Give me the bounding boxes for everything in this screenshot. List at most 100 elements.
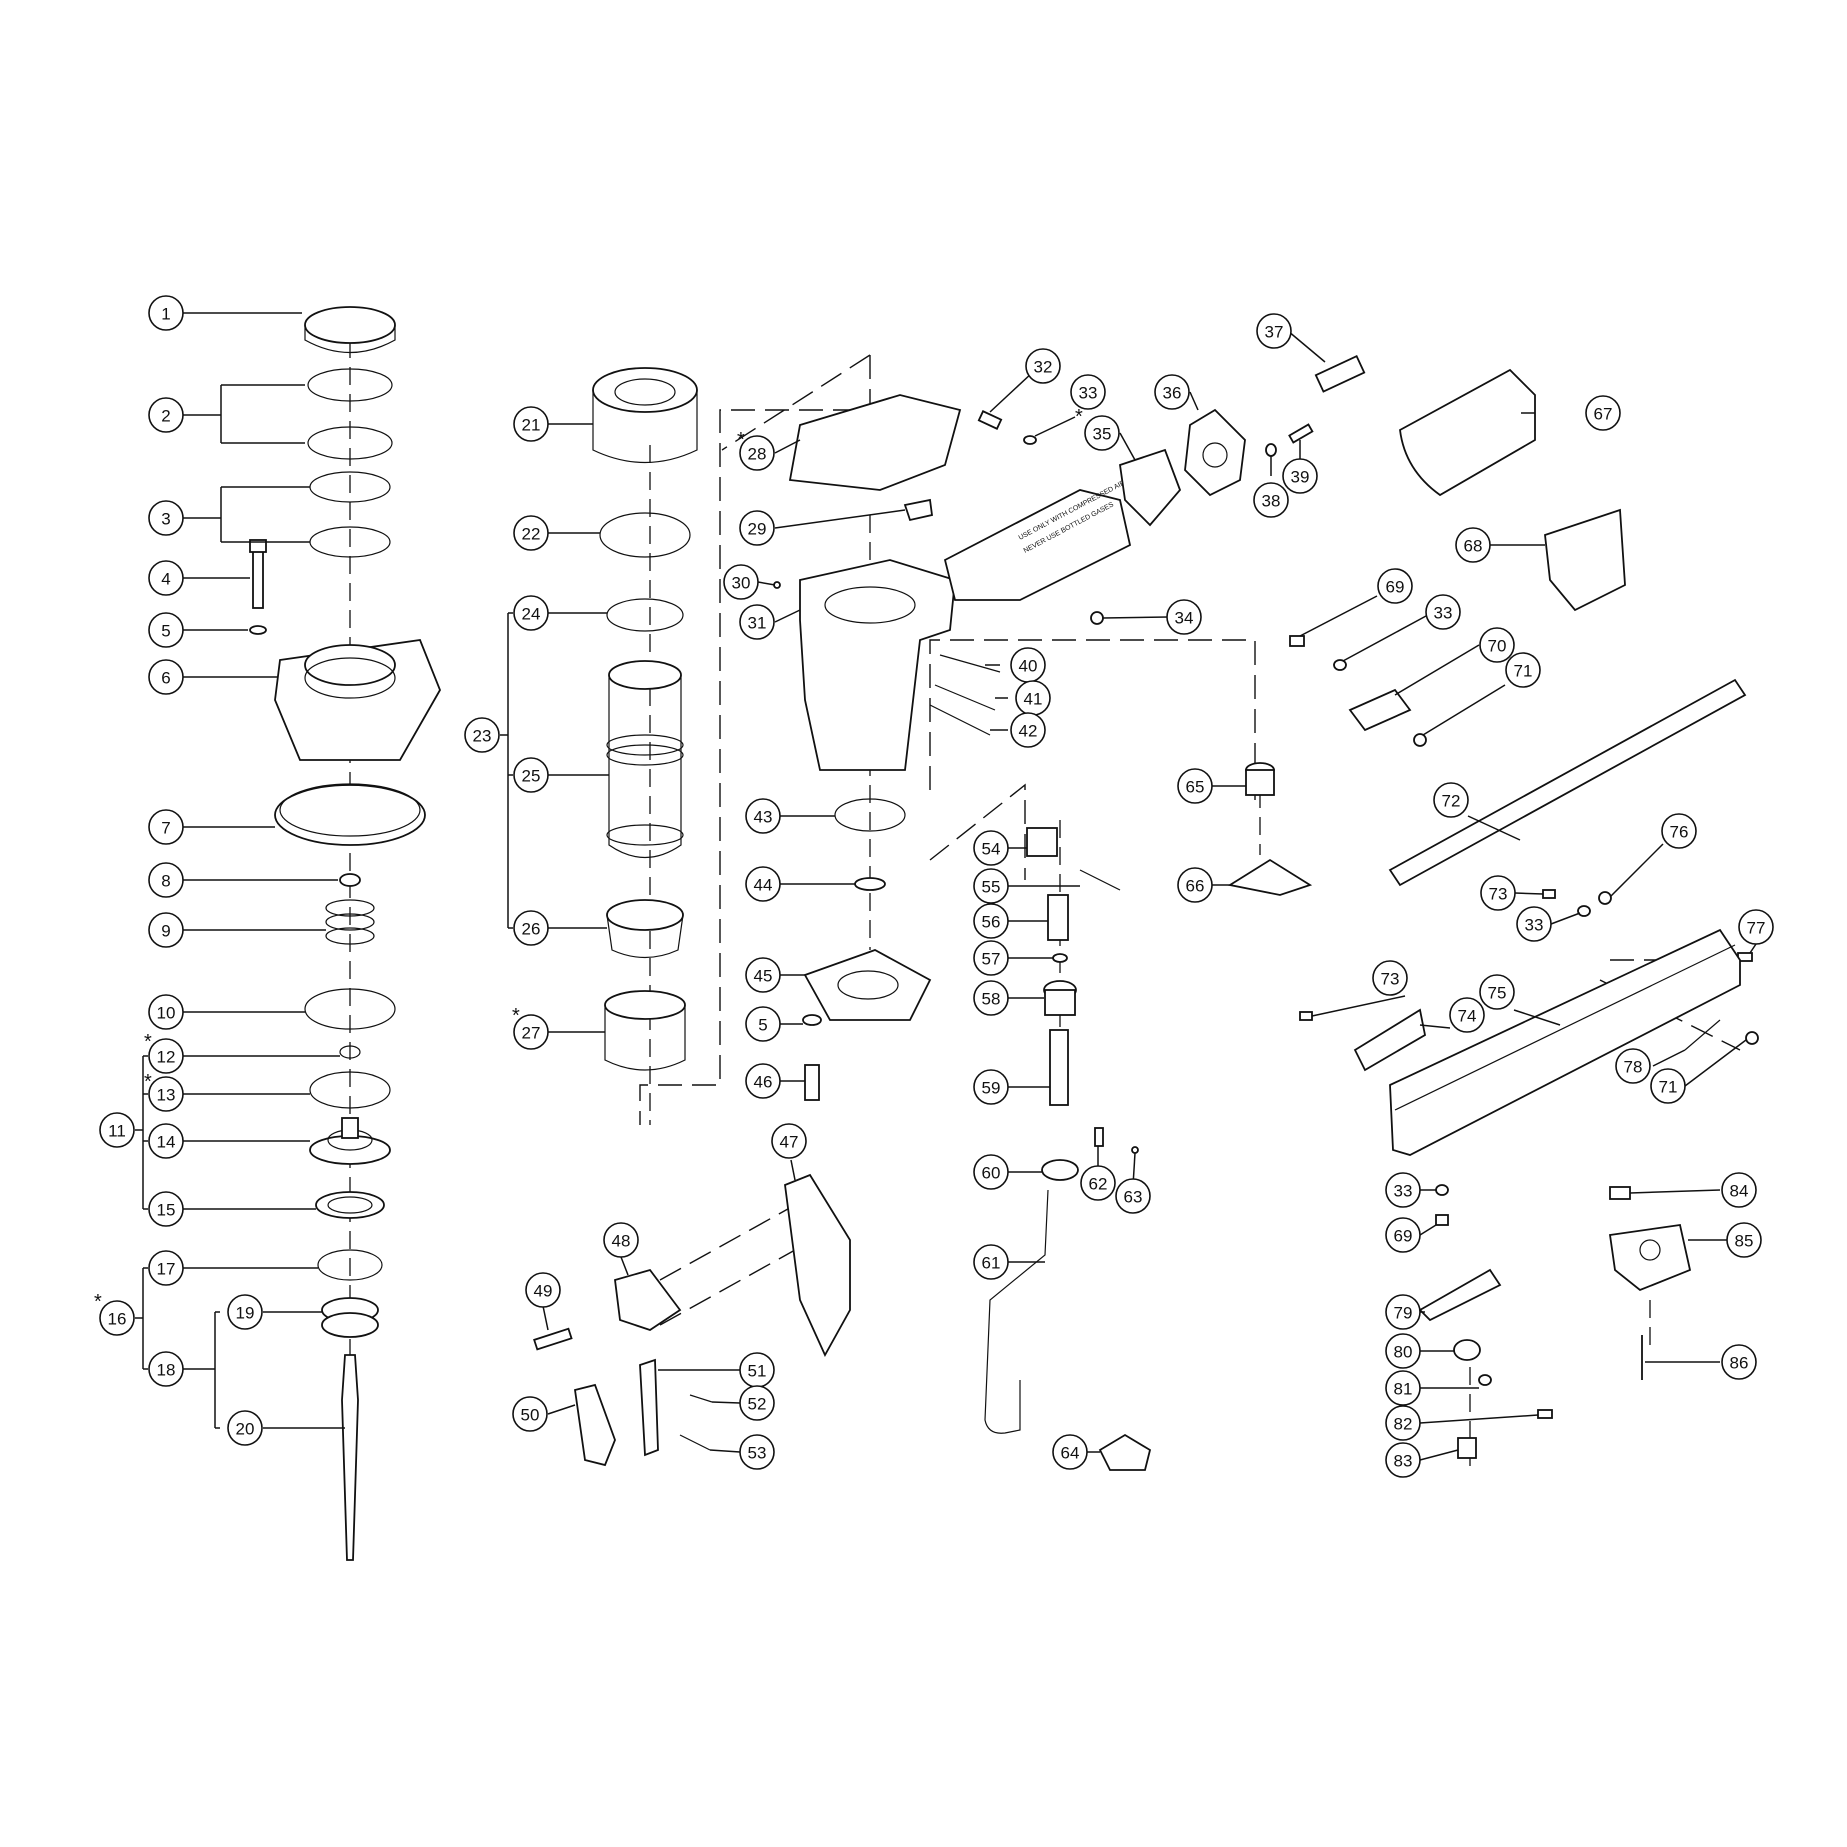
part-39-screw <box>1288 423 1314 444</box>
callout-circle <box>1661 813 1697 849</box>
part-5-washer <box>249 625 267 635</box>
part-26-ring <box>606 899 684 959</box>
part-58-valve-cap <box>1043 980 1077 1016</box>
callout-c33c: 33 <box>1516 906 1552 942</box>
callout-c32: 32 <box>1025 348 1061 384</box>
callout-circle <box>1516 906 1552 942</box>
callout-number: 21 <box>522 416 541 435</box>
leader-lines <box>135 312 1757 1461</box>
part-24-o-ring <box>606 598 684 632</box>
callout-number: 73 <box>1489 885 1508 904</box>
part-70-bracket <box>1348 688 1412 732</box>
callout-number: 54 <box>982 840 1001 859</box>
part-6-cylinder-cap <box>274 639 441 761</box>
callout-number: 11 <box>108 1122 126 1141</box>
callout-c77: 77 <box>1738 909 1774 945</box>
callout-c1: 1 <box>148 295 184 331</box>
callout-circle <box>513 406 549 442</box>
callout-circle <box>739 510 775 546</box>
part-50-latch <box>573 1383 616 1467</box>
callout-circle <box>1433 782 1469 818</box>
callout-number: 60 <box>982 1164 1001 1183</box>
callout-circle <box>1385 1294 1421 1330</box>
callout-number: 1 <box>161 305 170 324</box>
callout-c52: 52 <box>739 1385 775 1421</box>
callout-number: 51 <box>748 1362 767 1381</box>
callout-c28: 28 <box>739 435 775 471</box>
asterisk-35: * <box>1075 406 1083 428</box>
part-51-latch-plate <box>639 1358 659 1457</box>
callout-circle <box>1385 1217 1421 1253</box>
part-33-washer-a <box>1023 435 1037 445</box>
part-71-nut-b <box>1745 1031 1759 1045</box>
callout-circle <box>227 1294 263 1330</box>
callout-number: 50 <box>521 1406 540 1425</box>
callout-c9: 9 <box>148 912 184 948</box>
part-33-washer-d <box>1435 1184 1449 1196</box>
callout-circle <box>1177 768 1213 804</box>
callout-circle <box>1256 313 1292 349</box>
callout-c29: 29 <box>739 510 775 546</box>
callout-number: 52 <box>748 1395 767 1414</box>
part-78-spring <box>1684 1019 1721 1051</box>
callout-number: 25 <box>522 767 541 786</box>
callout-c33d: 33 <box>1385 1172 1421 1208</box>
callout-circle <box>1650 1068 1686 1104</box>
callout-c39: 39 <box>1282 458 1318 494</box>
callout-circle <box>1585 395 1621 431</box>
part-76-nut <box>1598 891 1612 905</box>
callout-number: 81 <box>1394 1380 1413 1399</box>
callout-c53: 53 <box>739 1434 775 1470</box>
part-9-spring <box>325 899 375 945</box>
callout-circle <box>973 1069 1009 1105</box>
callout-c73a: 73 <box>1480 875 1516 911</box>
part-20-driver-blade <box>341 1354 359 1561</box>
callout-number: 33 <box>1525 916 1544 935</box>
callout-number: 3 <box>161 510 170 529</box>
callout-c31: 31 <box>739 604 775 640</box>
part-17-o-ring <box>317 1249 383 1281</box>
part-2-o-rings <box>307 368 393 460</box>
part-65-bushing <box>1245 762 1275 796</box>
callout-number: 84 <box>1730 1182 1749 1201</box>
callout-c82: 82 <box>1385 1405 1421 1441</box>
callout-c6: 6 <box>148 659 184 695</box>
callout-c76: 76 <box>1661 813 1697 849</box>
callout-number: 69 <box>1386 578 1405 597</box>
callout-number: 43 <box>754 808 773 827</box>
part-82-screw <box>1537 1409 1553 1419</box>
callout-circle <box>148 912 184 948</box>
callout-c84: 84 <box>1721 1172 1757 1208</box>
callout-c41: 41 <box>1015 680 1051 716</box>
part-10-o-ring <box>304 988 396 1030</box>
part-29-block <box>903 498 934 522</box>
callout-number: 66 <box>1186 877 1205 896</box>
callout-circle <box>513 515 549 551</box>
part-80-roller <box>1453 1339 1481 1361</box>
part-34-nut <box>1090 611 1104 625</box>
part-8-bumper <box>339 873 361 887</box>
callout-c16: 16 <box>99 1300 135 1336</box>
callout-c27: 27 <box>513 1014 549 1050</box>
callout-number: 35 <box>1093 425 1112 444</box>
callout-number: 30 <box>732 574 751 593</box>
callout-circle <box>745 1006 781 1042</box>
part-14-piston-valve <box>309 1117 391 1165</box>
callout-circle <box>1166 599 1202 635</box>
callout-circle <box>1449 997 1485 1033</box>
callout-circle <box>745 1063 781 1099</box>
callout-number: 2 <box>161 407 170 426</box>
callout-c80: 80 <box>1385 1333 1421 1369</box>
callout-c17: 17 <box>148 1250 184 1286</box>
callout-circle <box>1282 458 1318 494</box>
part-33-washer-c <box>1577 905 1591 917</box>
callout-circle <box>1080 1165 1116 1201</box>
callout-c26: 26 <box>513 910 549 946</box>
callout-c30: 30 <box>723 564 759 600</box>
part-32-screw <box>977 410 1003 430</box>
callout-c11: 11 <box>99 1112 135 1148</box>
callout-circle <box>1084 415 1120 451</box>
callout-circle <box>1479 627 1515 663</box>
callout-c8: 8 <box>148 862 184 898</box>
callout-c56: 56 <box>973 903 1009 939</box>
